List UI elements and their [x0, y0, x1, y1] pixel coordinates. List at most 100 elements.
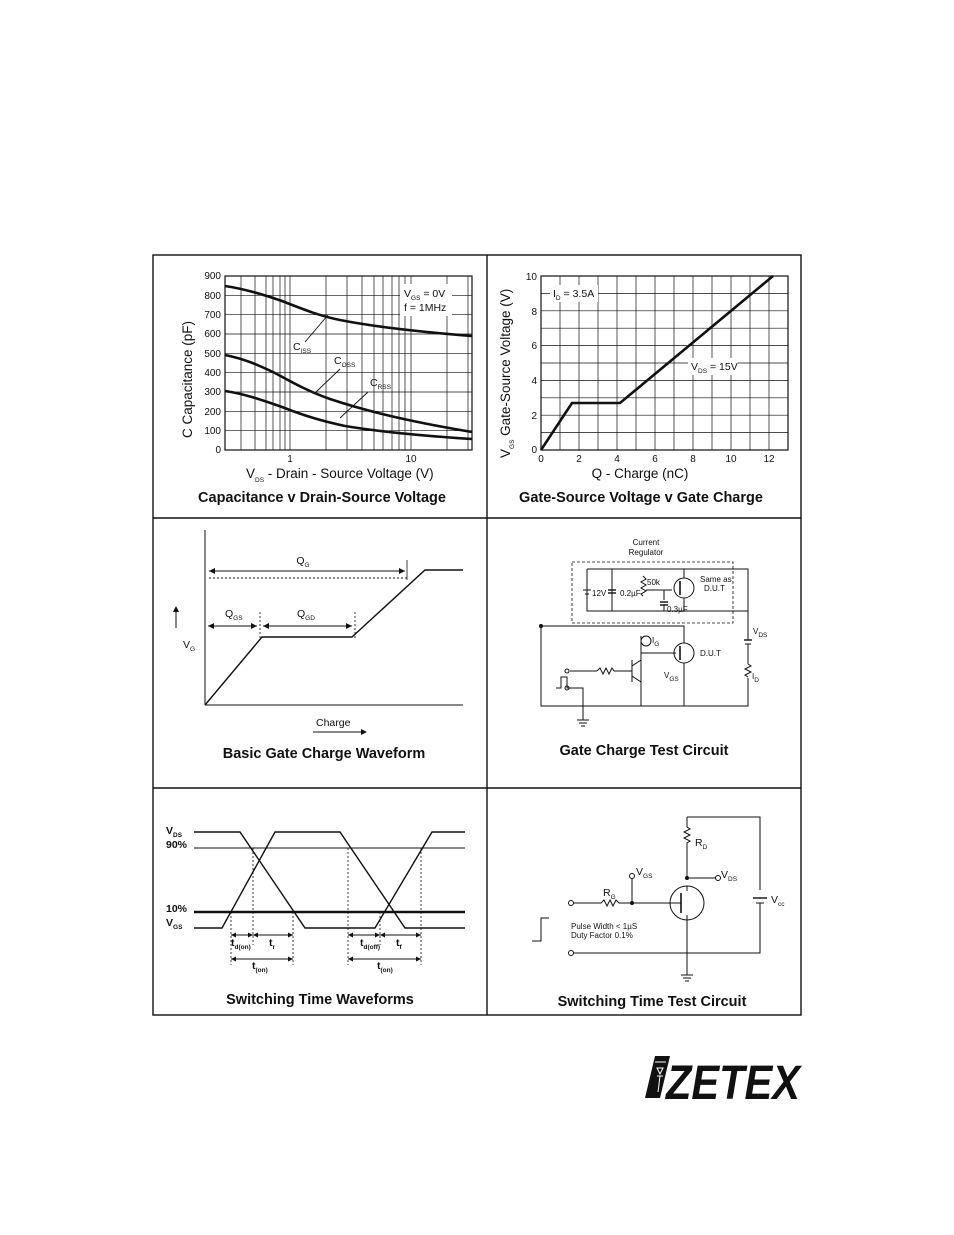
timing-arrows — [231, 934, 421, 960]
dut-label: D.U.T — [700, 649, 721, 658]
vg-waveform — [204, 569, 463, 706]
y-tick: 2 — [531, 411, 537, 422]
coss-curve — [224, 353, 473, 434]
qgs-label: QGS — [225, 608, 243, 622]
x-tick: 4 — [614, 454, 620, 465]
capacitance-y-ticks: 900 800 700 600 500 400 300 200 100 0 — [204, 271, 221, 456]
pulse-width-label: Pulse Width < 1µS — [571, 922, 637, 931]
tf-label: tf — [396, 937, 403, 951]
rg-label: RG — [603, 887, 616, 901]
vds-label: VDS — [166, 825, 183, 839]
switching-waveforms-caption: Switching Time Waveforms — [226, 992, 414, 1008]
x-tick: 8 — [690, 454, 696, 465]
y-tick: 900 — [204, 271, 221, 282]
switching-circuit-caption: Switching Time Test Circuit — [558, 994, 747, 1010]
gate-charge-grid — [540, 275, 789, 451]
timing-guides — [230, 848, 422, 965]
gate-charge-y-label: VGS Gate-Source Voltage (V) — [498, 289, 516, 458]
vds-label: VDS — [753, 627, 768, 639]
regulator-circuit — [583, 568, 749, 623]
tr-label: tr — [269, 937, 276, 951]
p10-label: 10% — [166, 903, 188, 915]
gate-charge-x-label: Q - Charge (nC) — [592, 466, 689, 481]
capacitance-grid — [224, 275, 473, 451]
vgs-note: VGS = 0V — [404, 288, 445, 302]
ciss-label: CISS — [293, 341, 312, 355]
crss-label: CRSS — [370, 377, 392, 391]
panel-frame — [152, 254, 802, 1016]
charge-label: Charge — [316, 717, 351, 729]
rd-label: RD — [695, 837, 708, 851]
test-circuit-caption: Gate Charge Test Circuit — [560, 743, 729, 759]
y-tick: 300 — [204, 387, 221, 398]
qg-label: QG — [296, 555, 309, 569]
x-tick: 2 — [576, 454, 582, 465]
capacitance-panel: 900 800 700 600 500 400 300 200 100 0 1 … — [180, 271, 473, 506]
x-tick: 6 — [652, 454, 658, 465]
y-tick: 200 — [204, 407, 221, 418]
crss-curve — [224, 389, 473, 441]
y-tick: 600 — [204, 329, 221, 340]
x-tick: 10 — [405, 454, 417, 465]
capacitance-y-label: C Capacitance (pF) — [180, 321, 195, 438]
vds-label: VDS — [721, 869, 738, 883]
ciss-curve — [224, 284, 473, 338]
tdoff-label: td(off) — [360, 937, 380, 951]
y-tick: 800 — [204, 291, 221, 302]
vgs-waveform — [194, 831, 465, 929]
v12-label: 12V — [592, 589, 607, 598]
capacitance-x-ticks: 1 10 — [287, 454, 417, 465]
vgs-label: VGS — [664, 671, 679, 683]
tdon-label: td(on) — [231, 937, 251, 951]
vds-note: VDS = 15V — [691, 361, 738, 375]
gate-charge-x-ticks: 0 2 4 6 8 10 12 — [538, 454, 775, 465]
gate-charge-test-circuit-panel: Current Regulator 12V 0.2µF 50k 0.3µF Sa… — [539, 538, 768, 759]
timing-arrowheads — [231, 932, 421, 962]
basic-waveform-caption: Basic Gate Charge Waveform — [223, 746, 426, 762]
basic-waveform-panel: QG QGS QGD VG Charge Basic Gate Charge W… — [173, 530, 463, 762]
vg-label: VG — [183, 639, 195, 653]
id-label: ID — [752, 672, 759, 684]
x-tick: 10 — [725, 454, 737, 465]
id-note: ID = 3.5A — [553, 288, 594, 302]
coss-label: COSS — [334, 355, 356, 369]
y-tick: 10 — [526, 272, 538, 283]
x-tick: 1 — [287, 454, 293, 465]
gate-charge-y-ticks: 10 8 6 4 2 0 — [526, 272, 538, 456]
vgs-label: VGS — [636, 866, 653, 880]
regulator-label-1: Current — [633, 538, 660, 547]
freq-note: f = 1MHz — [404, 302, 446, 314]
vcc-label: Vcc — [771, 894, 785, 908]
toff-label: t(on) — [377, 960, 393, 974]
p90-label: 90% — [166, 839, 188, 851]
c03-label: 0.3µF — [667, 605, 688, 614]
ig-label: IG — [652, 636, 659, 648]
capacitance-caption: Capacitance v Drain-Source Voltage — [198, 490, 446, 506]
same-as-label-1: Same as — [700, 575, 732, 584]
vds-waveform — [194, 831, 465, 929]
dut-circuit — [540, 623, 753, 727]
vgs-label: VGS — [166, 917, 183, 931]
x-tick: 0 — [538, 454, 544, 465]
ton-label: t(on) — [252, 960, 268, 974]
y-tick: 6 — [531, 341, 537, 352]
y-tick: 0 — [531, 445, 537, 456]
y-tick: 8 — [531, 307, 537, 318]
y-tick: 4 — [531, 376, 537, 387]
r50k-label: 50k — [647, 578, 661, 587]
same-as-label-2: D.U.T — [704, 584, 725, 593]
capacitance-x-label: VDS - Drain - Source Voltage (V) — [246, 466, 434, 484]
qgd-label: QGD — [297, 608, 315, 622]
regulator-label-2: Regulator — [629, 548, 664, 557]
vgs-curve — [539, 274, 774, 451]
c02-label: 0.2µF — [620, 589, 641, 598]
x-tick: 12 — [763, 454, 775, 465]
y-tick: 0 — [215, 445, 221, 456]
switching-waveforms-panel: VDS 90% 10% VGS td(on) tr t(on) td(off) … — [166, 825, 465, 1008]
zetex-logo: ZETEX — [645, 1056, 803, 1110]
y-tick: 500 — [204, 349, 221, 360]
y-tick: 100 — [204, 426, 221, 437]
duty-factor-label: Duty Factor 0.1% — [571, 931, 633, 940]
switching-circuit-wires — [532, 816, 767, 982]
